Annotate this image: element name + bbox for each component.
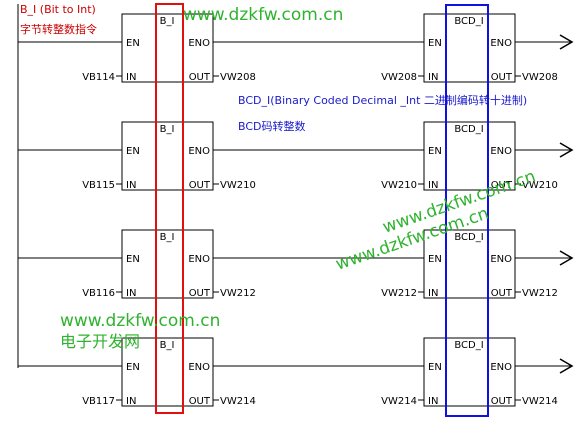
- bi-block: [121, 13, 214, 83]
- eno-pin-label: ENO: [490, 38, 512, 49]
- bcd-annotation-title: BCD_I(Binary Coded Decimal _Int 二进制编码转十进…: [238, 93, 527, 107]
- rung-end-arrow: [559, 250, 574, 266]
- en-pin-label: EN: [428, 362, 442, 373]
- bi-column-highlight: [155, 3, 184, 414]
- bi-out-operand: VW214: [220, 396, 256, 407]
- out-pin-label: OUT: [189, 72, 211, 83]
- bcd-block-title: BCD_I: [454, 124, 483, 135]
- in-pin-label: IN: [428, 180, 438, 191]
- eno-pin-label: ENO: [490, 362, 512, 373]
- bcd-annotation-subtitle: BCD码转整数: [238, 119, 306, 133]
- out-pin-label: OUT: [491, 396, 513, 407]
- bcd-block: [423, 13, 516, 83]
- bcd-out-operand: VW214: [522, 396, 558, 407]
- in-pin-label: IN: [428, 396, 438, 407]
- bcd-column-highlight: [445, 4, 489, 417]
- bi-out-operand: VW210: [220, 180, 256, 191]
- bi-block-title: B_I: [160, 124, 175, 135]
- bi-in-operand: VB116: [82, 288, 115, 299]
- en-pin-label: EN: [428, 146, 442, 157]
- out-pin-label: OUT: [491, 180, 513, 191]
- bcd-out-operand: VW210: [522, 180, 558, 191]
- bcd-in-operand: VW212: [381, 288, 417, 299]
- bi-block-title: B_I: [160, 340, 175, 351]
- bcd-block: [423, 337, 516, 407]
- rung-end-arrow: [559, 358, 574, 374]
- bcd-in-operand: VW214: [381, 396, 417, 407]
- in-pin-label: IN: [126, 180, 136, 191]
- bi-block: [121, 121, 214, 191]
- en-pin-label: EN: [428, 38, 442, 49]
- bi-in-operand: VB115: [82, 180, 115, 191]
- in-pin-label: IN: [126, 396, 136, 407]
- bcd-in-operand: VW208: [381, 72, 417, 83]
- bi-block: [121, 337, 214, 407]
- watermark-left-cn: 电子开发网: [60, 332, 140, 351]
- en-pin-label: EN: [126, 254, 140, 265]
- eno-pin-label: ENO: [188, 254, 210, 265]
- bcd-block-title: BCD_I: [454, 232, 483, 243]
- eno-pin-label: ENO: [188, 362, 210, 373]
- out-pin-label: OUT: [189, 396, 211, 407]
- bcd-block: [423, 121, 516, 191]
- out-pin-label: OUT: [491, 288, 513, 299]
- en-pin-label: EN: [126, 38, 140, 49]
- in-pin-label: IN: [126, 72, 136, 83]
- header-title: B_I (Bit to Int): [20, 3, 96, 16]
- en-pin-label: EN: [428, 254, 442, 265]
- out-pin-label: OUT: [189, 288, 211, 299]
- eno-pin-label: ENO: [188, 38, 210, 49]
- en-pin-label: EN: [126, 362, 140, 373]
- header-subtitle: 字节转整数指令: [20, 22, 97, 36]
- bcd-block: [423, 229, 516, 299]
- watermark-left: www.dzkfw.com.cn: [60, 311, 220, 331]
- bcd-out-operand: VW208: [522, 72, 558, 83]
- eno-pin-label: ENO: [490, 146, 512, 157]
- bcd-block-title: BCD_I: [454, 16, 483, 27]
- bi-in-operand: VB117: [82, 396, 115, 407]
- out-pin-label: OUT: [491, 72, 513, 83]
- in-pin-label: IN: [126, 288, 136, 299]
- bi-out-operand: VW208: [220, 72, 256, 83]
- in-pin-label: IN: [428, 288, 438, 299]
- bcd-in-operand: VW210: [381, 180, 417, 191]
- bi-block: [121, 229, 214, 299]
- bi-in-operand: VB114: [82, 72, 115, 83]
- bi-out-operand: VW212: [220, 288, 256, 299]
- out-pin-label: OUT: [189, 180, 211, 191]
- bi-block-title: B_I: [160, 232, 175, 243]
- bi-block-title: B_I: [160, 16, 175, 27]
- eno-pin-label: ENO: [188, 146, 210, 157]
- in-pin-label: IN: [428, 72, 438, 83]
- rung-end-arrow: [559, 34, 574, 50]
- bcd-out-operand: VW212: [522, 288, 558, 299]
- eno-pin-label: ENO: [490, 254, 512, 265]
- watermark-top: www.dzkfw.com.cn: [183, 5, 343, 25]
- en-pin-label: EN: [126, 146, 140, 157]
- rung-end-arrow: [559, 142, 574, 158]
- bcd-block-title: BCD_I: [454, 340, 483, 351]
